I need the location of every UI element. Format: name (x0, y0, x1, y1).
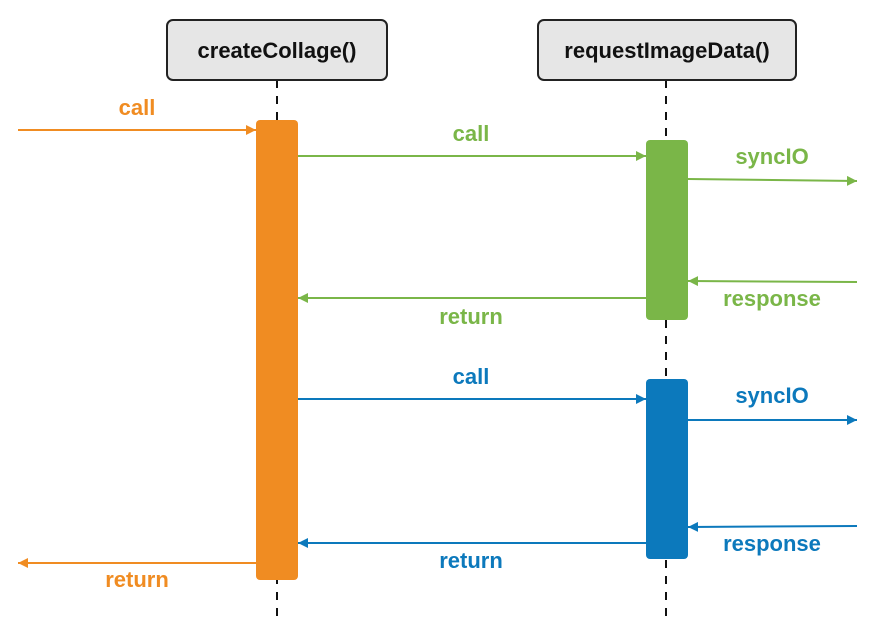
label-blue-syncio: syncIO (735, 383, 808, 408)
participant-createcollage: createCollage() (166, 19, 388, 81)
participant-requestimagedata-label: requestImageData() (564, 38, 769, 63)
arrow-blue-response (687, 521, 858, 532)
label-blue-response: response (723, 531, 821, 556)
label-incoming-call: call (119, 95, 156, 120)
activation-requestimagedata-green (646, 140, 688, 320)
label-blue-return: return (439, 548, 503, 573)
arrow-green-response (687, 276, 858, 287)
activation-createcollage (256, 120, 298, 580)
label-green-return: return (439, 304, 503, 329)
arrow-green-syncio (687, 175, 858, 186)
participant-requestimagedata: requestImageData() (537, 19, 797, 81)
activation-requestimagedata-blue (646, 379, 688, 559)
participant-createcollage-label: createCollage() (198, 38, 357, 63)
label-outgoing-return: return (105, 567, 169, 592)
label-green-response: response (723, 286, 821, 311)
label-green-call: call (453, 121, 490, 146)
label-blue-call: call (453, 364, 490, 389)
label-green-syncio: syncIO (735, 144, 808, 169)
